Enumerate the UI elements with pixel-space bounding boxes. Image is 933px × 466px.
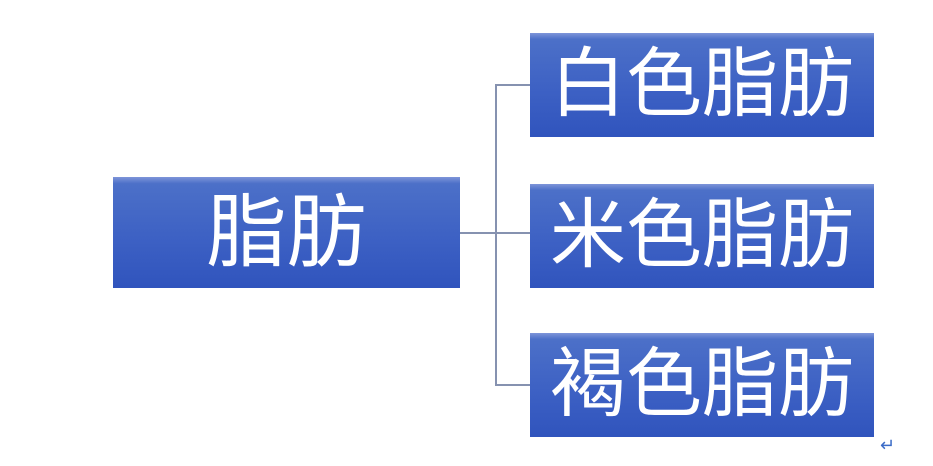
node-label: 白色脂肪	[550, 42, 854, 127]
smartart-node-fat-root[interactable]: 脂肪	[113, 177, 460, 288]
smartart-node-beige-fat[interactable]: 米色脂肪	[530, 184, 874, 288]
smartart-node-brown-fat[interactable]: 褐色脂肪	[530, 333, 874, 437]
node-label: 褐色脂肪	[550, 342, 854, 427]
node-label: 米色脂肪	[550, 193, 854, 278]
smartart-node-white-fat[interactable]: 白色脂肪	[530, 33, 874, 137]
node-label: 脂肪	[206, 187, 367, 277]
paragraph-return-mark-icon: ↵	[880, 435, 896, 455]
connector-junction-vertical	[495, 84, 497, 386]
connector-junction-to-brown-fat	[495, 384, 530, 386]
connector-junction-to-white-fat	[495, 84, 530, 86]
